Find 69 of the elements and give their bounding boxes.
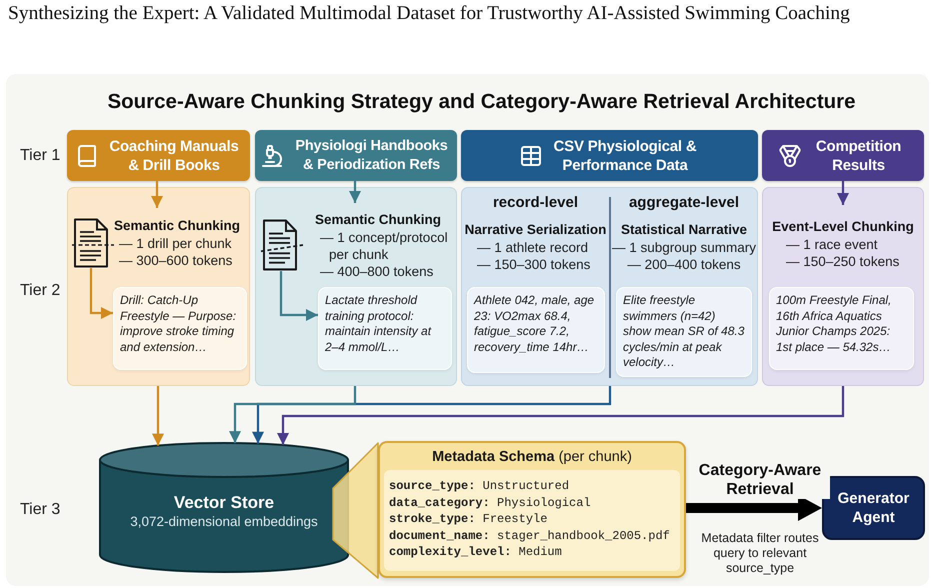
arrow [152,386,164,446]
arrow [349,181,361,203]
agent-title: Generator Agent [836,489,910,527]
chunking-panel [67,187,250,386]
example-text: 100m Freestyle Final, 16th Africa Aquatics Junior Champs 2025: 1st place — 54.32s… [776,293,892,355]
retrieval-note: Metadata filter routes query to relevant source_type [700,531,820,576]
example-text: Athlete 042, male, age 23: VO2max 68.4, fatigue_score 7.2, recovery_time 14hr… [474,293,596,355]
strategy-heading: Semantic Chunking [114,217,242,235]
metadata-schema-card [378,441,686,578]
strategy-heading: Semantic Chunking [315,211,442,229]
source-header [461,130,758,181]
diagram-title: Source-Aware Chunking Strategy and Category-Aware Retrieval Architecture [106,89,857,115]
example-card [467,287,605,373]
strategy-detail: — 1 drill per chunk [118,235,233,252]
header-title: Competition Results [814,136,902,174]
header-title: Physiologi Handbooks & Periodization Refs [294,136,449,174]
strategy-detail: — 1 subgroup summary [611,239,757,256]
strategy-detail: — 1 concept/protocol per chunk [319,229,449,263]
tier-label: Tier 2 [20,282,62,300]
strategy-heading: Statistical Narrative [620,221,748,239]
paper-title: Synthesizing the Expert: A Validated Multimodal Dataset for Trustworthy AI-Assisted Swimming Coaching [8,2,851,26]
example-card [769,287,914,370]
metadata-field: data_category: Physiological [389,494,675,511]
source-header [67,130,250,181]
document-icon [261,219,303,271]
example-text: Drill: Catch-Up Freestyle — Purpose: improve stroke timing and extension… [120,293,238,355]
metadata-fields-panel [384,470,680,571]
store-subtitle: 3,072-dimensional embeddings [129,513,319,530]
arrow [280,271,318,321]
metadata-field: stroke_type: Freestyle [389,511,675,528]
document-icon [72,218,114,268]
header-title: CSV Physiological & Performance Data [552,136,698,174]
source-header [255,130,457,181]
strategy-heading: Event-Level Chunking [771,218,915,236]
example-card [113,287,247,370]
arrow [229,386,356,444]
metadata-field: source_type: Unstructured [389,478,675,494]
example-card [318,287,452,370]
strategy-detail: — 1 race event [785,236,879,253]
tier-label: Tier 1 [20,147,62,165]
strategy-detail: — 300–600 tokens [118,252,234,269]
chunking-panel [762,187,924,386]
tier-label: Tier 3 [20,501,62,519]
agent-box [822,476,925,540]
arrow [151,181,163,208]
strategy-detail: — 400–800 tokens [319,263,434,280]
level-heading: record-level [492,193,580,213]
metadata-field: complexity_level: Medium [389,544,675,560]
level-heading: aggregate-level [628,193,740,213]
schema-title: Metadata Schema (per chunk) [431,448,633,466]
example-text: Elite freestyle swimmers (n=42) show mean SR of 48.3 cycles/min at peak velocity… [623,293,745,370]
strategy-detail: — 150–300 tokens [476,256,592,273]
chunking-panel [461,187,758,386]
source-header [762,130,924,181]
vector-store-cylinder [99,442,349,573]
callout-wedge [331,441,380,580]
strategy-detail: — 1 athlete record [476,239,590,256]
example-card [616,287,752,377]
strategy-detail: — 150–250 tokens [785,253,900,270]
arrow [277,386,844,445]
arrow [837,181,849,205]
example-text: Lactate threshold training protocol: maintain intensity at 2–4 mmol/L… [325,293,432,355]
header-title: Coaching Manuals & Drill Books [108,136,240,174]
arrow [90,268,113,319]
strategy-heading: Narrative Serialization [464,221,608,239]
store-title: Vector Store [172,492,276,513]
strategy-detail: — 200–400 tokens [626,256,742,273]
metadata-field: document_name: stager_handbook_2005.pdf [389,528,675,544]
chunking-panel [255,187,457,386]
